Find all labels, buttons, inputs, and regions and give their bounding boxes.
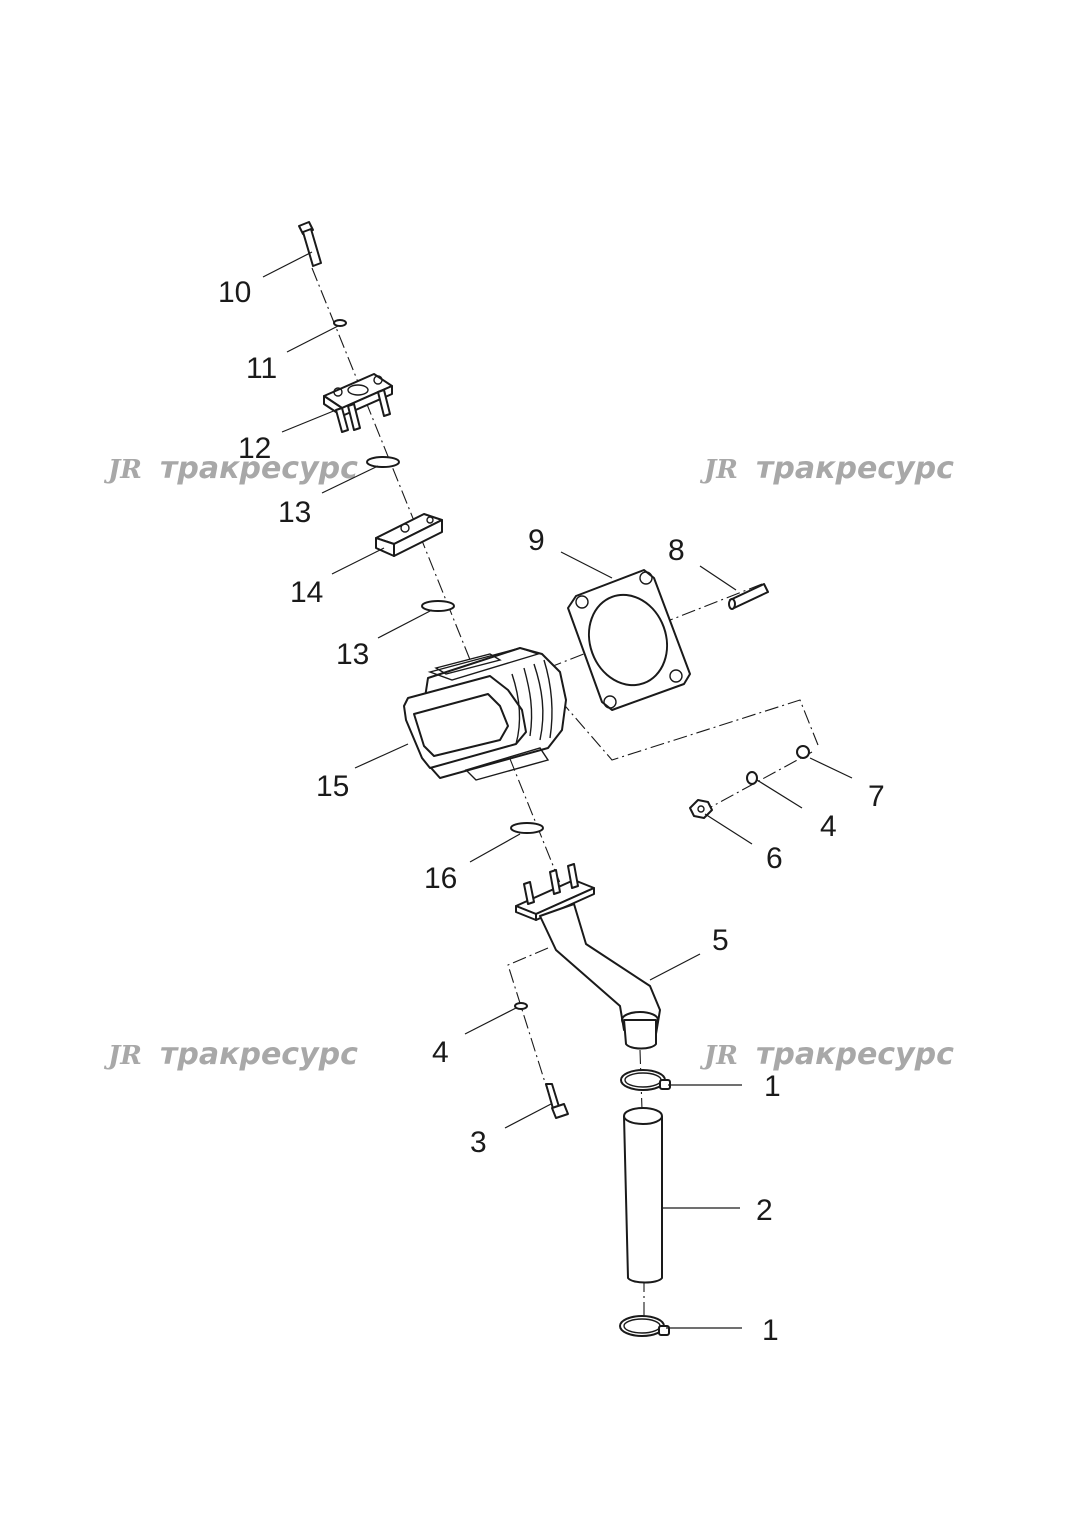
part-1-clamp-lower [619, 1315, 670, 1337]
watermark-1: JR тракресурс [103, 451, 358, 486]
watermark-logo: JR [103, 1041, 142, 1071]
callout-2: 2 [756, 1194, 773, 1227]
part-8-stud [728, 583, 769, 610]
watermark-text: тракресурс [160, 451, 358, 486]
part-4-washer-upper [746, 771, 758, 785]
callout-16: 16 [424, 862, 457, 895]
watermark-text: тракресурс [160, 1037, 358, 1072]
part-9-flange-gasket [567, 569, 691, 711]
callout-8: 8 [668, 534, 685, 567]
callout-14: 14 [290, 576, 323, 609]
callout-1-lower: 1 [762, 1314, 779, 1347]
callout-13-lower: 13 [336, 638, 369, 671]
watermark-4: JR тракресурс [699, 1037, 954, 1072]
watermark-3: JR тракресурс [103, 1037, 358, 1072]
callout-labels: 10 11 12 13 14 13 9 8 15 7 4 6 16 5 4 1 … [218, 276, 885, 1347]
part-4-washer-lower [514, 1002, 528, 1010]
callout-5: 5 [712, 924, 729, 957]
part-6-nut [689, 799, 713, 819]
part-10-bolt [298, 221, 322, 267]
callout-4-upper: 4 [820, 810, 837, 843]
part-3-bolt [545, 1083, 569, 1119]
callout-3: 3 [470, 1126, 487, 1159]
callout-15: 15 [316, 770, 349, 803]
stud-axis-line [559, 699, 819, 761]
main-axis-line [311, 267, 576, 921]
part-13-gasket-lower [421, 600, 455, 612]
watermark-logo: JR [699, 1041, 738, 1071]
callout-13-upper: 13 [278, 496, 311, 529]
callout-11: 11 [246, 352, 277, 385]
callout-12: 12 [238, 432, 271, 465]
watermark-text: тракресурс [756, 451, 954, 486]
watermark-text: тракресурс [756, 1037, 954, 1072]
part-2-hose [623, 1107, 663, 1284]
part-1-clamp-upper [620, 1069, 671, 1091]
callout-6: 6 [766, 842, 783, 875]
watermark-logo: JR [103, 455, 142, 485]
nut-axis-line [699, 751, 813, 814]
callout-9: 9 [528, 524, 545, 557]
part-7-washer [796, 745, 810, 759]
part-12-stud-flange [323, 373, 393, 433]
leader-lines [262, 251, 853, 1329]
part-13-gasket-upper [366, 456, 400, 468]
part-11-washer [333, 319, 347, 327]
assembly-axes [311, 267, 819, 1320]
bolt-axis-line [507, 947, 549, 1093]
watermark-logo: JR [699, 455, 738, 485]
part-14-spacer-block [375, 513, 443, 557]
part-15-housing [403, 647, 567, 781]
callout-4-lower: 4 [432, 1036, 449, 1069]
part-5-outlet-pipe [515, 863, 661, 1050]
callout-1-upper: 1 [764, 1070, 781, 1103]
watermark-2: JR тракресурс [699, 451, 954, 486]
callout-10: 10 [218, 276, 251, 309]
callout-7: 7 [868, 780, 885, 813]
part-16-gasket [510, 822, 544, 834]
